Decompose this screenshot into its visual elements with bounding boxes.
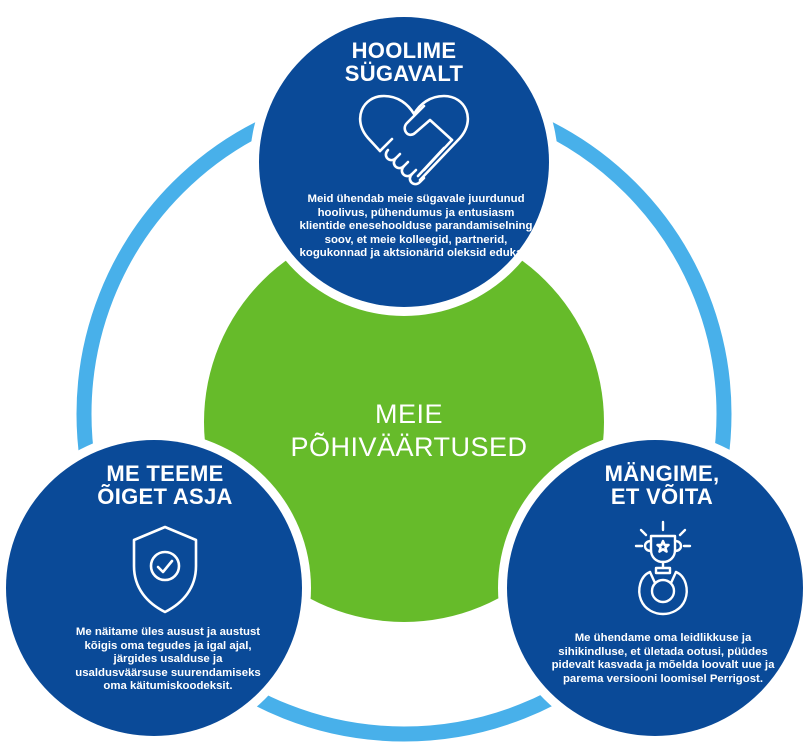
value-title-playing-to-win-line1: MÄNGIME, xyxy=(604,461,720,486)
value-title-playing-to-win: MÄNGIME, ET VÕITA xyxy=(567,462,757,508)
center-circle xyxy=(204,222,604,622)
value-title-playing-to-win-line2: ET VÕITA xyxy=(610,484,714,509)
center-title-line1: MEIE xyxy=(374,399,443,429)
shield-check-icon xyxy=(132,525,198,614)
value-title-doing-right: ME TEEME ÕIGET ASJA xyxy=(70,462,260,508)
value-title-caring-line1: HOOLIME xyxy=(351,38,457,63)
value-circle-top xyxy=(259,17,549,307)
value-description-doing-right: Me näitame üles ausust ja austust kõigis… xyxy=(75,626,261,693)
value-title-doing-right-line1: ME TEEME xyxy=(106,461,224,486)
trophy-raised-icon xyxy=(634,520,692,616)
value-title-caring-line2: SÜGAVALT xyxy=(344,61,464,86)
center-title: MEIE PÕHIVÄÄRTUSED xyxy=(284,398,534,464)
center-title-line2: PÕHIVÄÄRTUSED xyxy=(290,432,528,462)
value-circle-left xyxy=(6,440,302,736)
value-description-caring: Meid ühendab meie sügavale juurdunud hoo… xyxy=(299,193,533,260)
heart-handshake-icon xyxy=(358,94,470,186)
value-title-doing-right-line2: ÕIGET ASJA xyxy=(97,484,233,509)
value-description-playing-to-win: Me ühendame oma leidlikkuse ja sihikindl… xyxy=(551,632,775,685)
value-circle-right xyxy=(507,440,803,736)
value-title-caring: HOOLIME SÜGAVALT xyxy=(314,39,494,85)
